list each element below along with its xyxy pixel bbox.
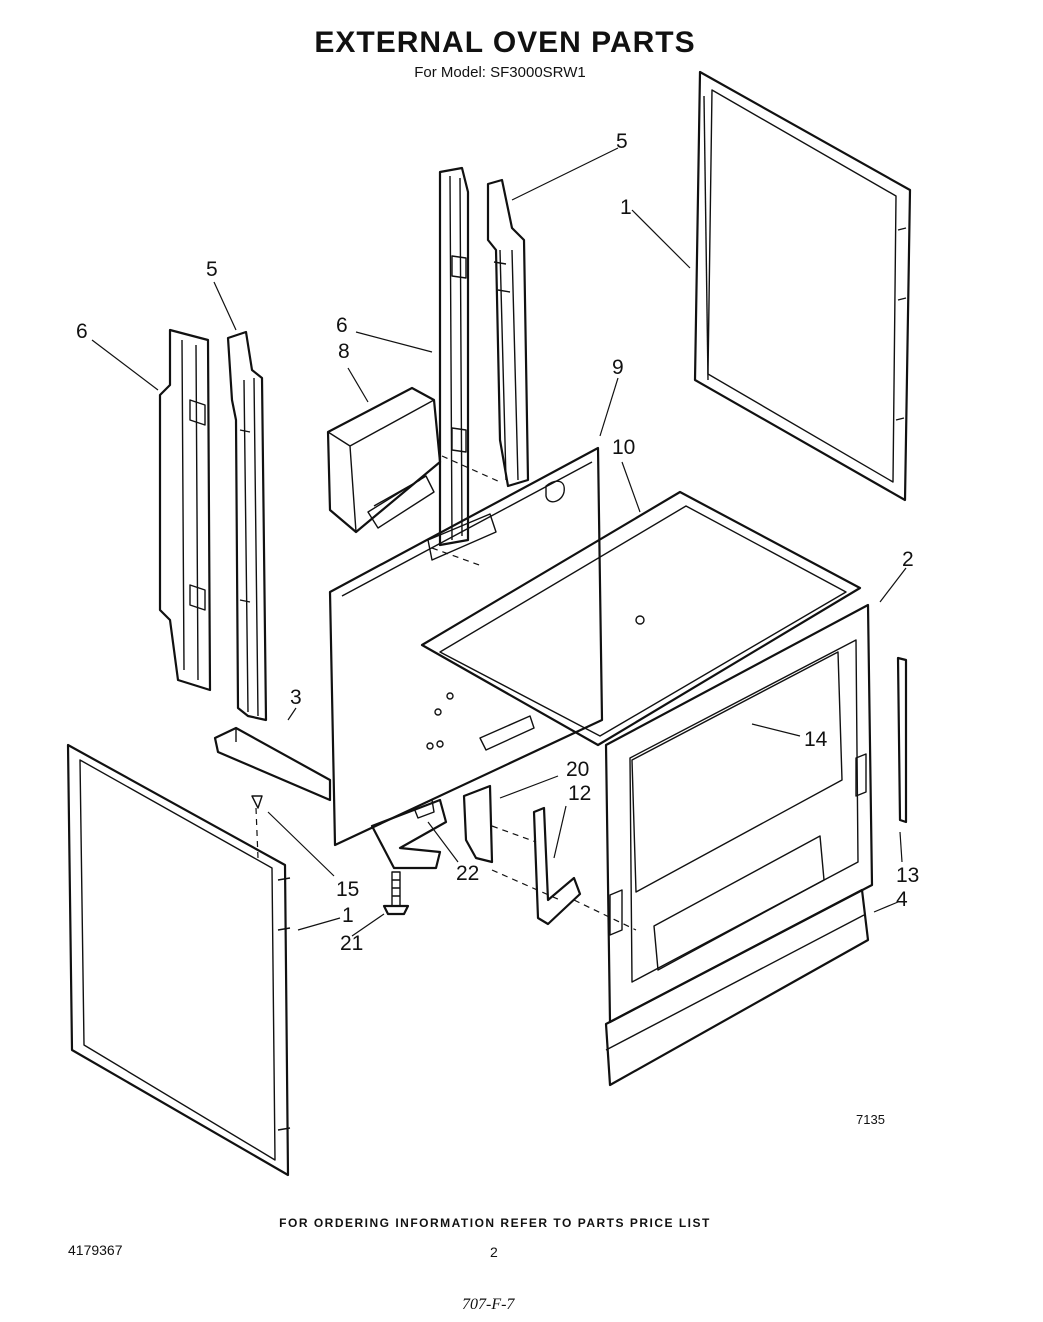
center-rail-6: [438, 166, 470, 547]
callout-14: 14: [804, 728, 828, 751]
callout-10: 10: [612, 436, 635, 459]
handwritten-note: 707-F-7: [462, 1296, 515, 1313]
top-panel-10: [420, 490, 862, 747]
callout-20: 20: [566, 758, 589, 781]
bottom-trim-4: [604, 888, 870, 1087]
callout-5-left: 5: [206, 258, 218, 281]
page-title: EXTERNAL OVEN PARTS: [314, 26, 696, 59]
callout-22: 22: [456, 862, 479, 885]
leveling-leg-21: [382, 871, 410, 916]
callout-6-left: 6: [76, 320, 88, 343]
bracket-3: [213, 726, 332, 802]
rear-panel-9: [328, 446, 604, 847]
front-frame-2: [604, 603, 874, 1024]
drawing-number: 7135: [856, 1112, 885, 1127]
bracket-22: [370, 798, 448, 870]
vent-duct-8: [326, 386, 442, 534]
page-number: 2: [490, 1244, 498, 1260]
callout-8: 8: [338, 340, 350, 363]
callout-21: 21: [340, 932, 363, 955]
document-number: 4179367: [68, 1242, 123, 1258]
side-panel-top-right: [693, 70, 912, 502]
callout-12: 12: [568, 782, 591, 805]
left-rail-5: [226, 330, 268, 722]
side-panel-bottom-left: [66, 743, 291, 1177]
callout-6-center: 6: [336, 314, 348, 337]
callout-4: 4: [896, 888, 908, 911]
callout-15: 15: [336, 878, 359, 901]
center-rail-5: [486, 178, 530, 488]
callout-1-bottom: 1: [342, 904, 354, 927]
callout-13: 13: [896, 864, 919, 887]
callout-5-right: 5: [616, 130, 628, 153]
hinge-12: [532, 806, 582, 926]
screw-15: [251, 795, 263, 809]
left-rail-6: [158, 328, 212, 692]
model-subtitle: For Model: SF3000SRW1: [414, 64, 586, 81]
callout-1-top: 1: [620, 196, 632, 219]
clip-20: [462, 784, 494, 864]
callout-2: 2: [902, 548, 914, 571]
callout-9: 9: [612, 356, 624, 379]
ordering-note: FOR ORDERING INFORMATION REFER TO PARTS …: [279, 1216, 711, 1230]
callout-3: 3: [290, 686, 302, 709]
side-strip-13: [896, 656, 908, 824]
